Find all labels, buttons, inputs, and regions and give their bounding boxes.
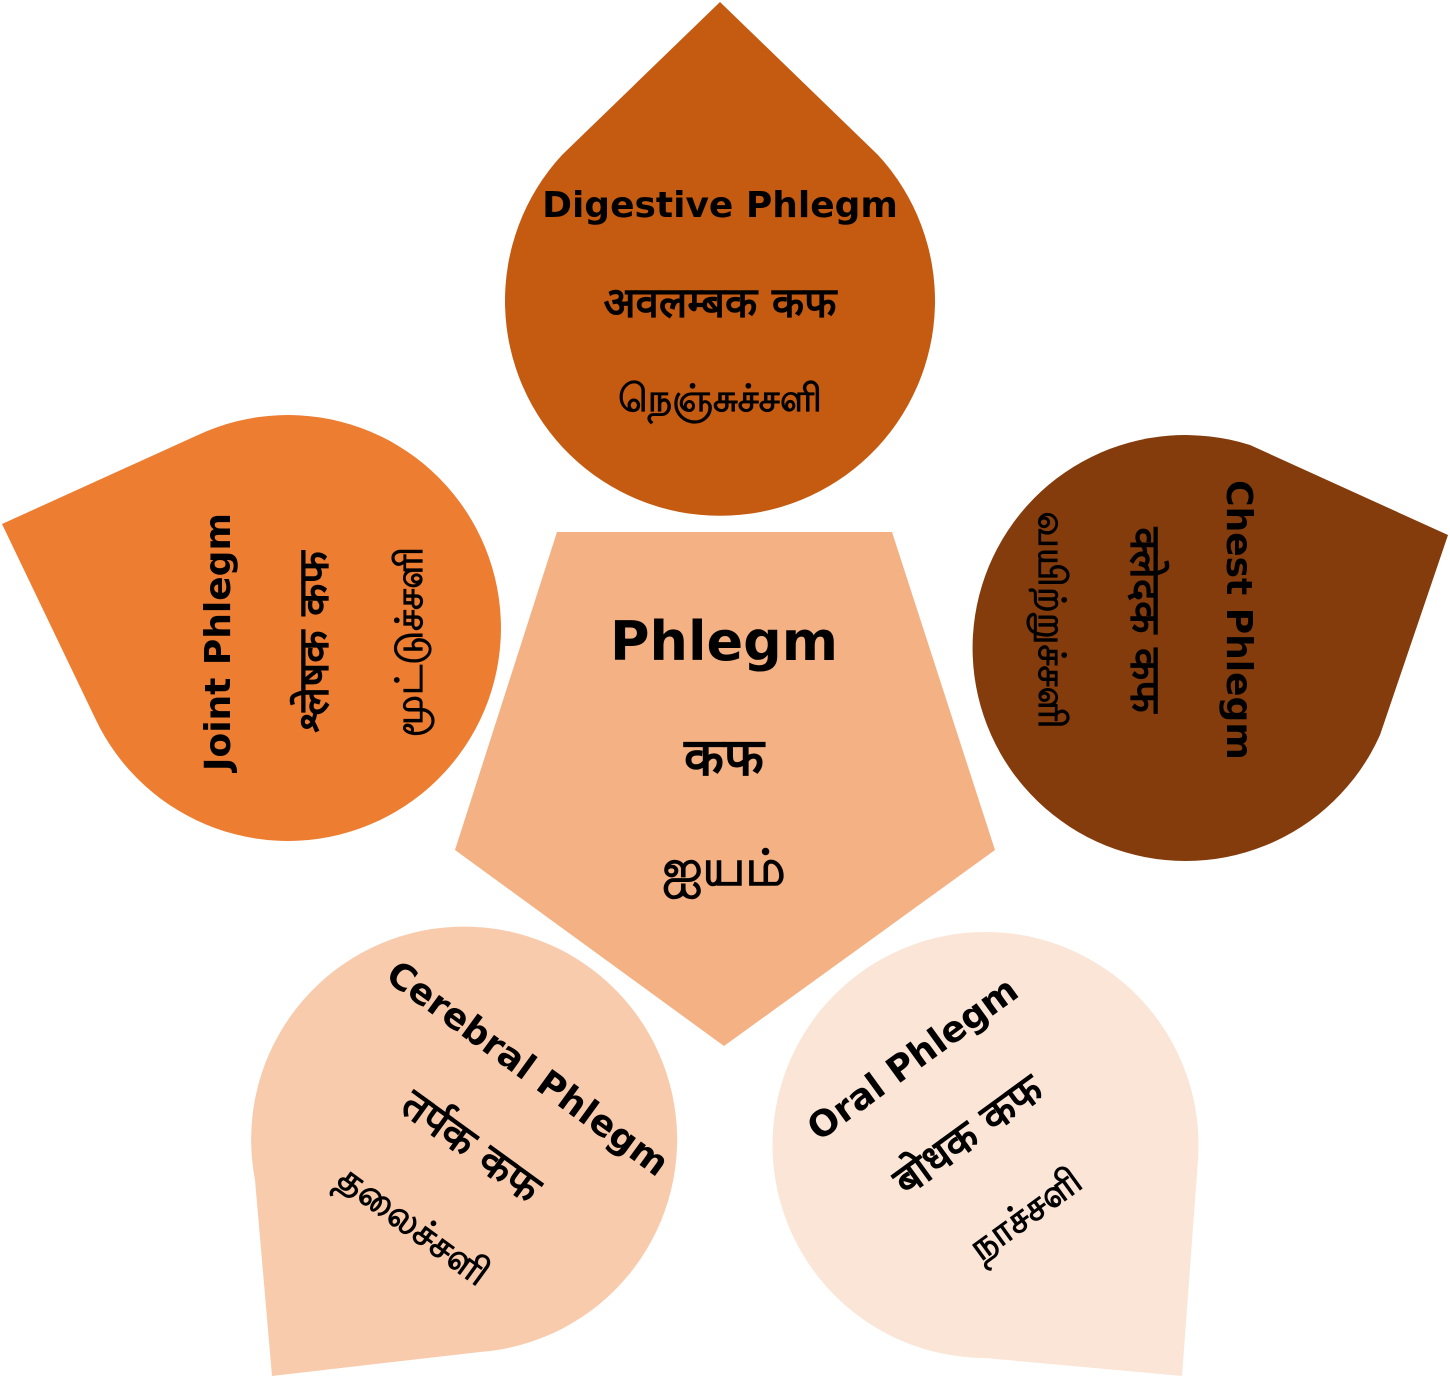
petal-joint-sanskrit: श्लेषक कफ bbox=[289, 550, 338, 733]
petal-oral: Oral Phlegm बोधक कफ நாச்சளி bbox=[772, 932, 1199, 1376]
petal-oral-shape bbox=[772, 932, 1199, 1376]
petal-digestive-shape bbox=[504, 2, 935, 516]
petal-chest: Chest Phlegm क्लेदक कफ வயிற்றுச்சளி bbox=[972, 435, 1448, 862]
center-pentagon-shape bbox=[455, 532, 995, 1046]
petal-digestive-sanskrit: अवलम्बक कफ bbox=[603, 278, 838, 327]
petal-digestive-english: Digestive Phlegm bbox=[542, 185, 898, 226]
petal-chest-shape bbox=[972, 435, 1448, 862]
petal-cerebral-shape bbox=[251, 926, 678, 1376]
petal-digestive-tamil: நெஞ்சுச்சளி bbox=[618, 376, 822, 425]
petal-cerebral: Cerebral Phlegm तर्पक कफ தலைச்சளி bbox=[251, 926, 678, 1376]
center-pentagon: Phlegm कफ ஐயம் bbox=[455, 532, 995, 1046]
petal-joint-tamil: மூட்டுச்சளி bbox=[387, 547, 435, 737]
petal-joint: Joint Phlegm श्लेषक कफ மூட்டுச்சளி bbox=[2, 415, 501, 841]
petal-chest-english: Chest Phlegm bbox=[1218, 480, 1259, 760]
center-tamil: ஐயம் bbox=[662, 839, 785, 900]
petal-joint-shape bbox=[2, 415, 501, 841]
center-sanskrit: कफ bbox=[683, 728, 766, 788]
petal-digestive: Digestive Phlegm अवलम्बक कफ நெஞ்சுச்சளி bbox=[504, 2, 935, 516]
petal-chest-tamil: வயிற்றுச்சளி bbox=[1026, 511, 1074, 728]
petal-joint-english: Joint Phlegm bbox=[198, 513, 239, 774]
center-english: Phlegm bbox=[610, 610, 838, 673]
petal-chest-sanskrit: क्लेदक कफ bbox=[1121, 526, 1170, 714]
